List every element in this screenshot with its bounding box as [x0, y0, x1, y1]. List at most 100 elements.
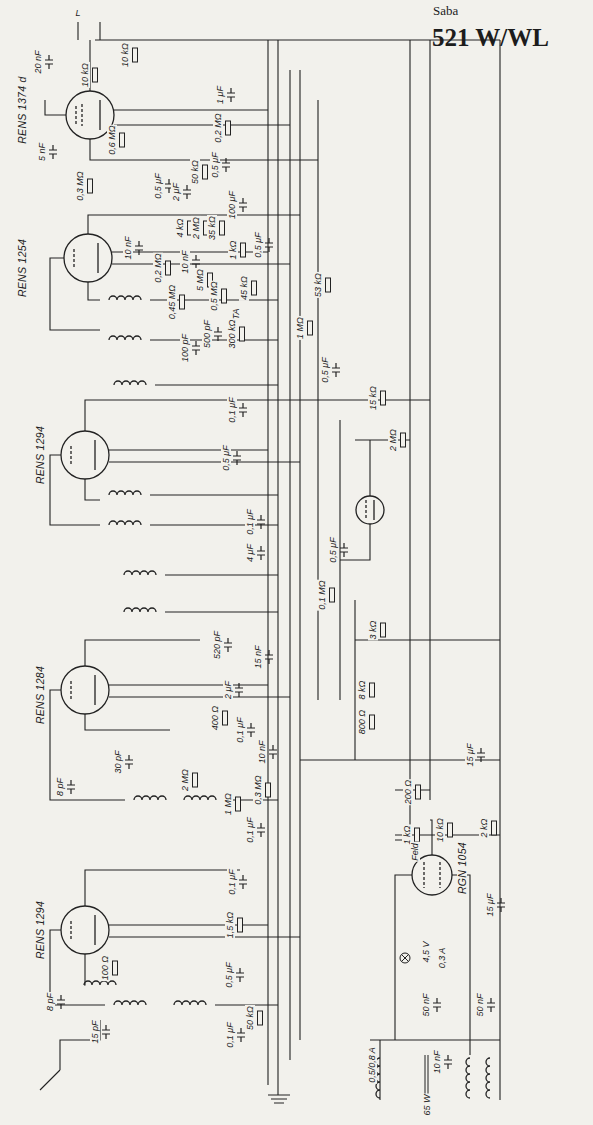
capacitor-symbol	[247, 723, 255, 737]
component-value: 0,3 MΩ	[75, 170, 85, 201]
capacitor-symbol	[235, 683, 243, 697]
component-value: 1 kΩ	[228, 240, 238, 261]
component-value: 100 Ω	[100, 955, 110, 981]
component-value: 200 Ω	[403, 779, 413, 805]
component-value: 15 pF	[90, 1019, 100, 1044]
component-value: 50 kΩ	[190, 159, 200, 185]
component-value: 20 nF	[33, 49, 43, 74]
capacitor-symbol	[227, 88, 235, 102]
component-value: 10 kΩ	[80, 62, 90, 88]
resistor-symbol	[120, 133, 125, 147]
component-value: 0,3 MΩ	[253, 774, 263, 805]
component-value: 0,1 μF	[235, 716, 245, 743]
tube-type: RENS 1374 d	[17, 75, 27, 145]
component-value: 10 nF	[257, 739, 267, 764]
component-value: 15 kΩ	[368, 385, 378, 411]
component-value: 45 kΩ	[239, 275, 249, 301]
capacitor-symbol	[224, 638, 232, 652]
resistor-symbol	[266, 783, 271, 797]
component-value: 0,3 A	[437, 947, 447, 970]
component-value: 35 kΩ	[207, 215, 217, 241]
component-value: 0,2 MΩ	[213, 112, 223, 143]
coil-symbol	[84, 981, 116, 985]
resistor-symbol	[226, 121, 231, 135]
wire	[40, 22, 500, 1103]
component-value: 10 kΩ	[120, 42, 130, 68]
capacitor-symbol	[340, 543, 348, 557]
component-value: 0,1 μF	[245, 816, 255, 843]
capacitor-symbol	[269, 745, 277, 759]
component-value: 53 kΩ	[313, 272, 323, 298]
component-value: 8 kΩ	[357, 680, 367, 701]
capacitor-symbol	[237, 1028, 245, 1042]
resistor-symbol	[370, 683, 375, 697]
resistor-symbol	[381, 623, 386, 637]
capacitor-symbol	[257, 515, 265, 529]
capacitor-symbol	[102, 1025, 110, 1039]
coil-symbol	[109, 296, 141, 300]
capacitor-symbol	[236, 968, 244, 982]
capacitor-symbol	[477, 748, 485, 762]
component-value: 30 pF	[113, 749, 123, 774]
capacitor-symbol	[233, 451, 241, 465]
component-value: 4 kΩ	[175, 218, 185, 239]
tube-type: RENS 1284	[35, 665, 45, 725]
component-value: 0,1 μF	[245, 508, 255, 535]
capacitor-symbol	[487, 998, 495, 1012]
coil-symbol	[124, 608, 156, 612]
component-value: 0,5 μF	[210, 151, 220, 178]
component-value: 0,5 μF	[153, 172, 163, 199]
brand-name: Saba	[432, 6, 459, 16]
coil-symbol	[184, 796, 216, 800]
resistor-symbol	[113, 961, 118, 975]
component-value: 2 MΩ	[180, 768, 190, 792]
resistor-symbol	[223, 711, 228, 725]
component-value: 10 kΩ	[435, 817, 445, 843]
resistor-symbol	[238, 918, 243, 932]
resistor-symbol	[381, 391, 386, 405]
coil-symbol	[134, 796, 166, 800]
component-value: 0,1 μF	[227, 396, 237, 423]
resistor-symbol	[492, 821, 497, 835]
component-value: 0,5 μF	[328, 536, 338, 563]
resistor-symbol	[330, 588, 335, 602]
component-value: 0,1 μF	[225, 1021, 235, 1048]
resistor-symbol	[416, 785, 421, 799]
component-value: 10 nF	[180, 249, 190, 274]
component-value: 3 kΩ	[368, 620, 378, 641]
component-value: 50 kΩ	[245, 1005, 255, 1031]
resistor-symbol	[222, 289, 227, 303]
component-value: 1,5 kΩ	[225, 911, 235, 939]
resistor-symbol	[93, 68, 98, 82]
tube-type: RENS 1254	[17, 238, 27, 298]
component-value: L	[74, 8, 81, 18]
tube-type: RGN 1054	[457, 841, 467, 895]
component-value: 2 MΩ	[388, 428, 398, 452]
component-value: 10 nF	[123, 235, 133, 260]
resistor-symbol	[166, 261, 171, 275]
coil-symbol	[109, 521, 141, 525]
capacitor-symbol	[239, 403, 247, 417]
component-value: 0,5/0,8 A	[367, 1046, 377, 1084]
component-value: 5 MΩ	[195, 268, 205, 292]
capacitor-symbol	[222, 158, 230, 172]
resistor-symbol	[401, 433, 406, 447]
pilot-lamp	[402, 955, 409, 962]
component-value: 15 μF	[465, 743, 475, 768]
coil-symbol	[109, 336, 141, 340]
coil-symbol	[124, 571, 156, 575]
coil-symbol	[114, 381, 146, 385]
component-value: 0,5 MΩ	[209, 280, 219, 311]
component-value: 50 nF	[421, 992, 431, 1017]
resistor-symbol	[193, 773, 198, 787]
transformer-winding	[466, 1058, 470, 1098]
component-value: 1 MΩ	[295, 316, 305, 340]
capacitor-symbol	[45, 55, 53, 69]
component-value: 0,1 MΩ	[317, 579, 327, 610]
component-value: 0,1 μF	[227, 868, 237, 895]
resistor-symbol	[240, 327, 245, 341]
component-value: 2 μF	[223, 680, 233, 700]
capacitor-symbol	[49, 145, 57, 159]
resistor-symbol	[308, 321, 313, 335]
